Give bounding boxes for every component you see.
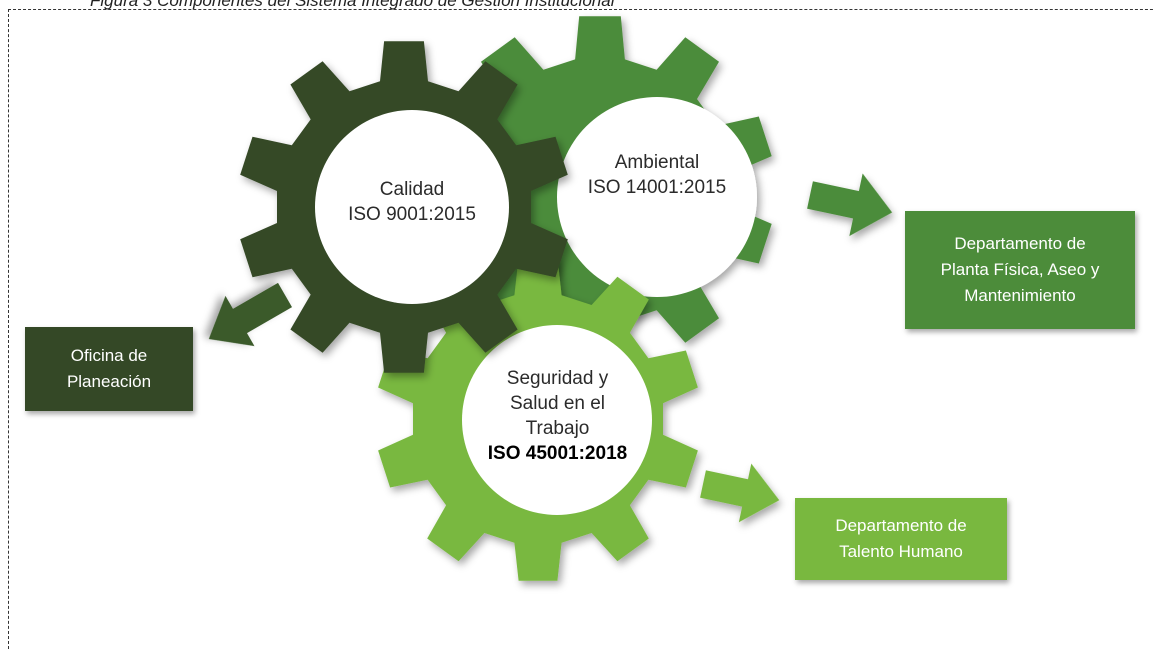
arrow-to-talent [700, 463, 780, 523]
quality-gear-name: Calidad [379, 179, 445, 200]
safety-gear-hole [462, 325, 652, 515]
environment-gear-label: Ambiental ISO 14001:2015 [557, 150, 757, 200]
figure-caption: Figura 3 Componentes del Sistema Integra… [90, 0, 615, 10]
safety-gear-label: Seguridad y Salud en el Trabajo ISO 4500… [465, 366, 650, 466]
planning-office-box: Oficina de Planeación [25, 327, 193, 411]
arrow-to-planning [208, 282, 292, 347]
dashed-frame [8, 9, 1153, 649]
planning-office-line-2: Planeación [66, 372, 152, 391]
quality-gear [240, 41, 568, 373]
gears-diagram [208, 16, 893, 581]
safety-gear-name-1: Seguridad y [506, 368, 609, 389]
talent-department-line-1: Departamento de [835, 516, 967, 535]
facilities-department-line-2: Planta Física, Aseo y [940, 260, 1100, 279]
facilities-department-box: Departamento de Planta Física, Aseo y Ma… [905, 211, 1135, 329]
safety-gear-standard: ISO 45001:2018 [487, 443, 628, 464]
safety-gear-name-3: Trabajo [525, 418, 590, 439]
arrow-to-facilities [807, 173, 893, 237]
talent-department-box: Departamento de Talento Humano [795, 498, 1007, 580]
planning-office-line-1: Oficina de [70, 346, 148, 365]
environment-gear [428, 16, 772, 364]
facilities-department-line-3: Mantenimiento [964, 286, 1076, 305]
quality-gear-standard: ISO 9001:2015 [348, 204, 476, 225]
environment-gear-name: Ambiental [614, 152, 700, 173]
safety-gear-name-2: Salud en el [509, 393, 606, 414]
talent-department-line-2: Talento Humano [839, 542, 963, 561]
facilities-department-line-1: Departamento de [954, 234, 1086, 253]
quality-gear-hole [315, 110, 509, 304]
environment-gear-hole [557, 97, 757, 297]
environment-gear-standard: ISO 14001:2015 [587, 177, 727, 198]
quality-gear-label: Calidad ISO 9001:2015 [322, 177, 502, 227]
safety-gear [378, 257, 698, 581]
